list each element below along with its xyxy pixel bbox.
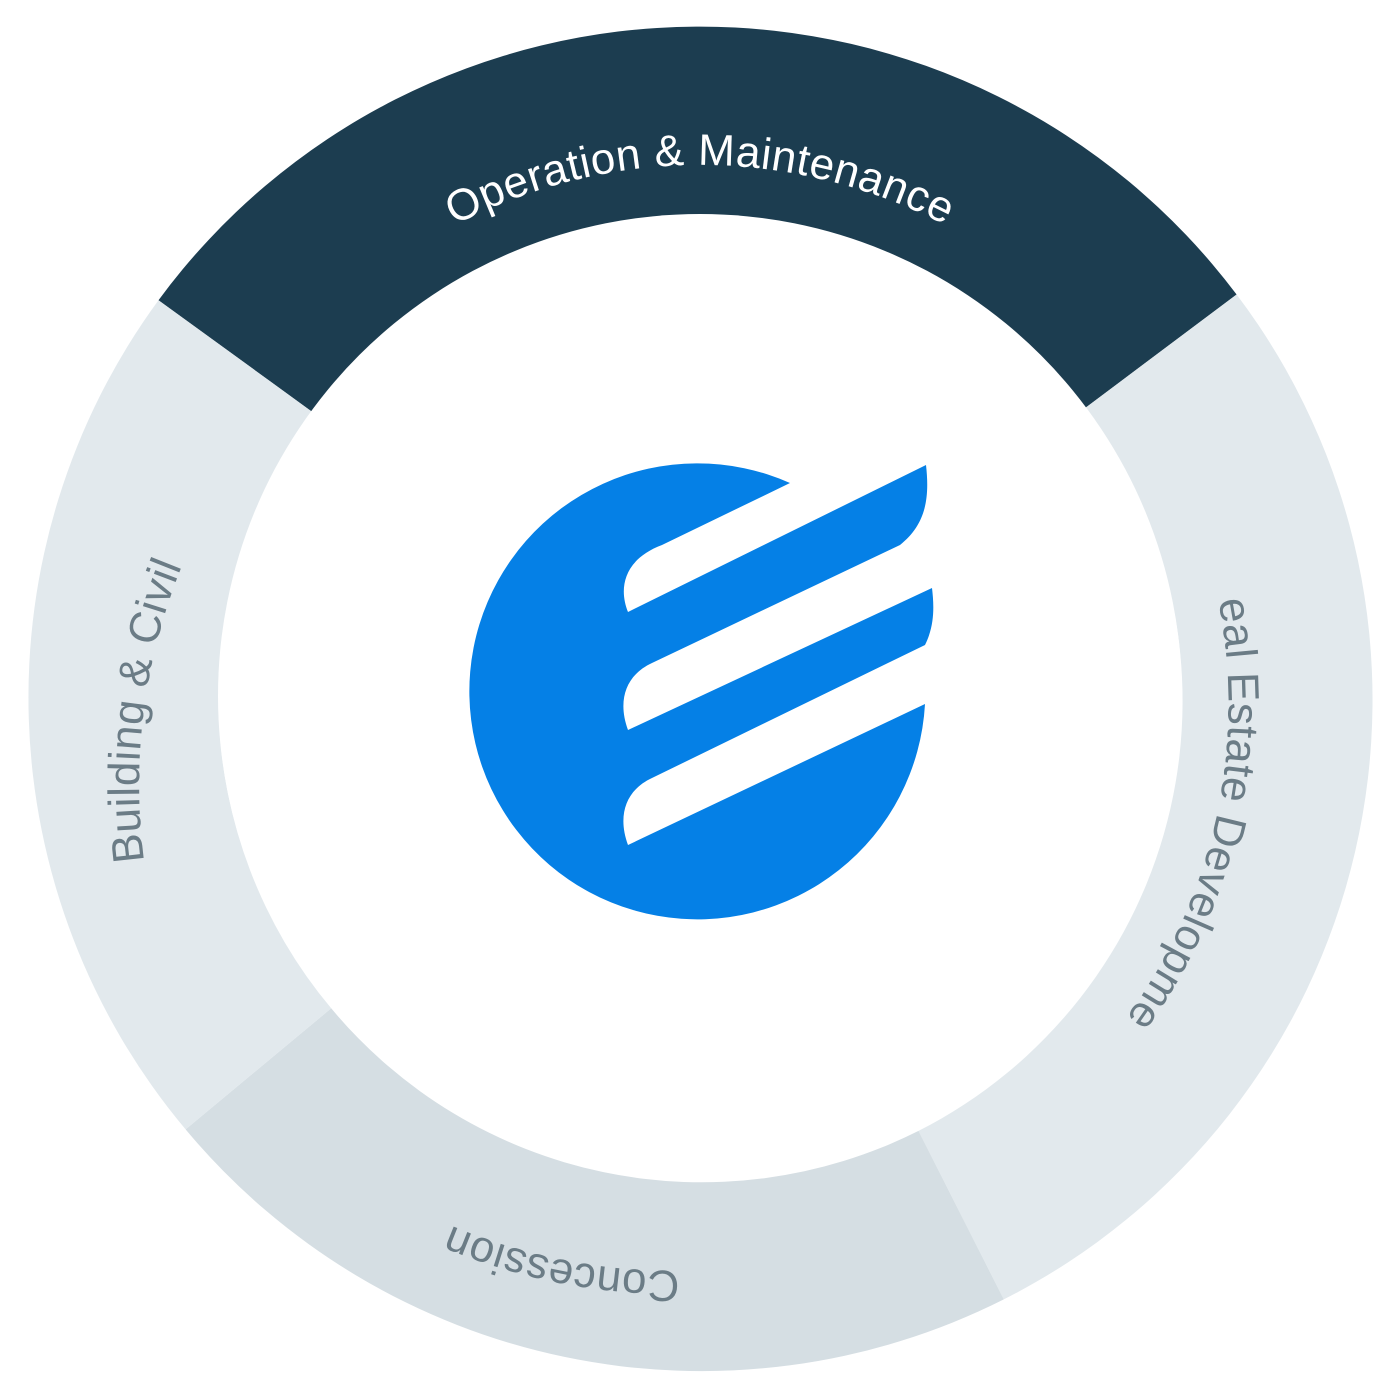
center-disc (218, 214, 1182, 1178)
logo-mark-icon (469, 463, 934, 920)
segment-operation-maintenance[interactable] (158, 26, 1237, 413)
company-logo-icon (469, 463, 934, 920)
segment-concession[interactable] (185, 1008, 1004, 1372)
segment-building-civil[interactable] (28, 300, 332, 1130)
segment-real-estate-development[interactable] (918, 294, 1373, 1300)
